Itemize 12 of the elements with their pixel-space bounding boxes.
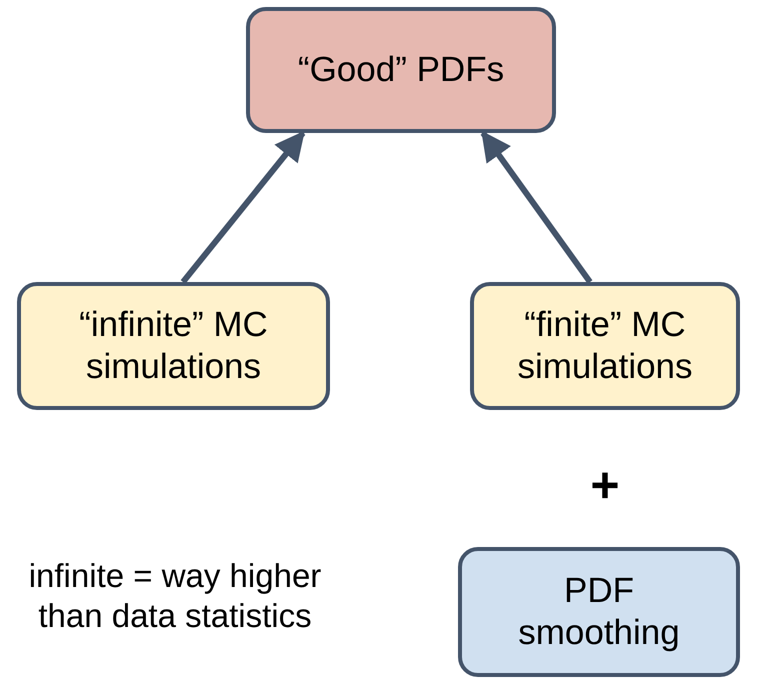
- note-text: infinite = way higher than data statistics: [28, 556, 322, 636]
- plus-sign: +: [589, 456, 621, 515]
- rounded-box: [17, 282, 330, 410]
- arrow: [180, 130, 306, 284]
- box-label: “infinite” MC simulations: [78, 304, 269, 388]
- box-label: PDF smoothing: [517, 570, 681, 654]
- rounded-box: [458, 547, 740, 677]
- rounded-box: [470, 282, 740, 410]
- box-label: “Good” PDFs: [298, 49, 504, 91]
- arrow: [480, 130, 592, 284]
- rounded-box: [246, 7, 556, 133]
- box-label: “finite” MC simulations: [516, 304, 694, 388]
